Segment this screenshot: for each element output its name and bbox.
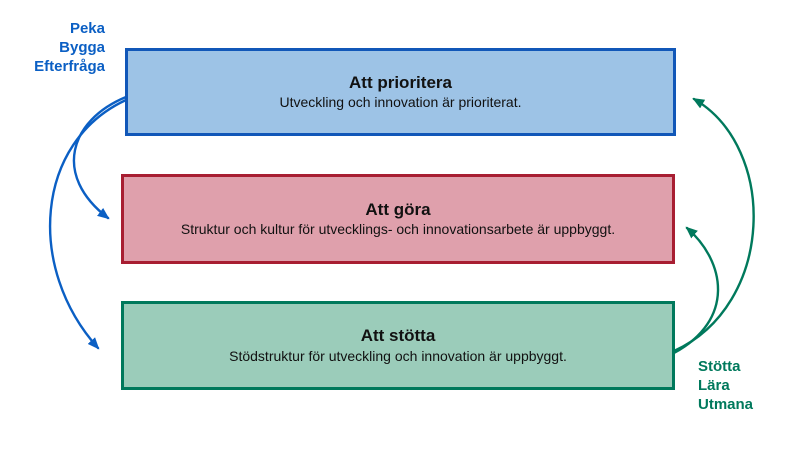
box-att-gora: Att göra Struktur och kultur för utveckl… (121, 174, 675, 264)
arrow-stotta-to-prioritera (672, 97, 755, 353)
box-subtitle: Utveckling och innovation är prioriterat… (279, 94, 522, 111)
box-subtitle: Stödstruktur för utveckling och innovati… (229, 347, 567, 364)
label-lara: Lära (698, 377, 730, 394)
box-att-stotta: Att stötta Stödstruktur för utveckling o… (121, 301, 675, 390)
box-title: Att stötta (360, 326, 436, 346)
right-action-labels: Stötta Lära Utmana (698, 357, 753, 414)
arrow-prioritera-to-gora (72, 95, 128, 220)
label-efterfraga: Efterfråga (34, 58, 105, 75)
label-peka: Peka (69, 20, 105, 37)
arrow-prioritera-to-stotta (49, 98, 128, 350)
label-stotta: Stötta (698, 358, 741, 375)
box-title: Att göra (365, 199, 431, 219)
left-action-labels: Peka Bygga Efterfråga (34, 19, 105, 76)
box-subtitle: Struktur och kultur för utvecklings- och… (180, 221, 616, 238)
box-title: Att prioritera (349, 72, 452, 92)
label-bygga: Bygga (59, 39, 105, 56)
label-utmana: Utmana (698, 396, 754, 413)
arrow-stotta-to-gora (672, 226, 720, 355)
box-att-prioritera: Att prioritera Utveckling och innovation… (125, 48, 676, 136)
